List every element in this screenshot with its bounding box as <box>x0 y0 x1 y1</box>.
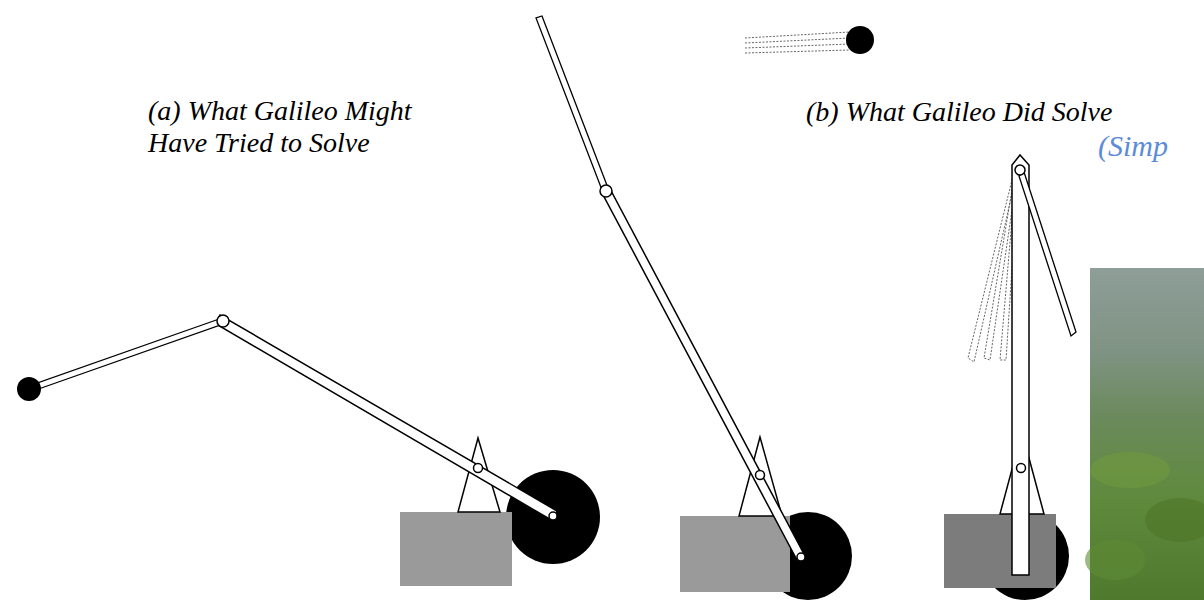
sling-pivot <box>600 185 612 197</box>
pivot <box>474 464 483 473</box>
photo-shrub <box>1085 540 1145 580</box>
throwing-arm <box>1012 155 1029 575</box>
sling <box>1019 172 1076 336</box>
motion-trail <box>745 32 850 53</box>
trebuchet-a <box>17 315 600 586</box>
sling <box>536 16 608 190</box>
trebuchet-c <box>944 155 1076 600</box>
sling-pivot <box>1015 165 1025 175</box>
projectile <box>846 26 874 54</box>
caption-label: (Simp <box>1098 128 1168 163</box>
base-block <box>944 514 1056 588</box>
weight-pivot <box>549 512 557 520</box>
caption-label: (a) What Galileo Might Have Tried to Sol… <box>148 95 468 159</box>
pivot <box>756 471 765 480</box>
photo-shrub <box>1090 452 1170 488</box>
pivot <box>1017 464 1026 473</box>
weight-pivot <box>797 553 805 561</box>
throwing-arm <box>601 187 805 560</box>
base-block <box>680 516 790 592</box>
caption-label: (b) What Galileo Did Solve <box>806 96 1112 128</box>
sling-pivot <box>217 315 229 327</box>
base-block <box>400 512 512 586</box>
photo-shrub <box>1145 498 1204 542</box>
counterweight <box>506 470 600 564</box>
throwing-arm <box>216 315 557 521</box>
projectile <box>17 377 41 401</box>
sling <box>29 318 223 392</box>
photo <box>1085 268 1204 600</box>
sling-ghosts <box>968 172 1018 362</box>
